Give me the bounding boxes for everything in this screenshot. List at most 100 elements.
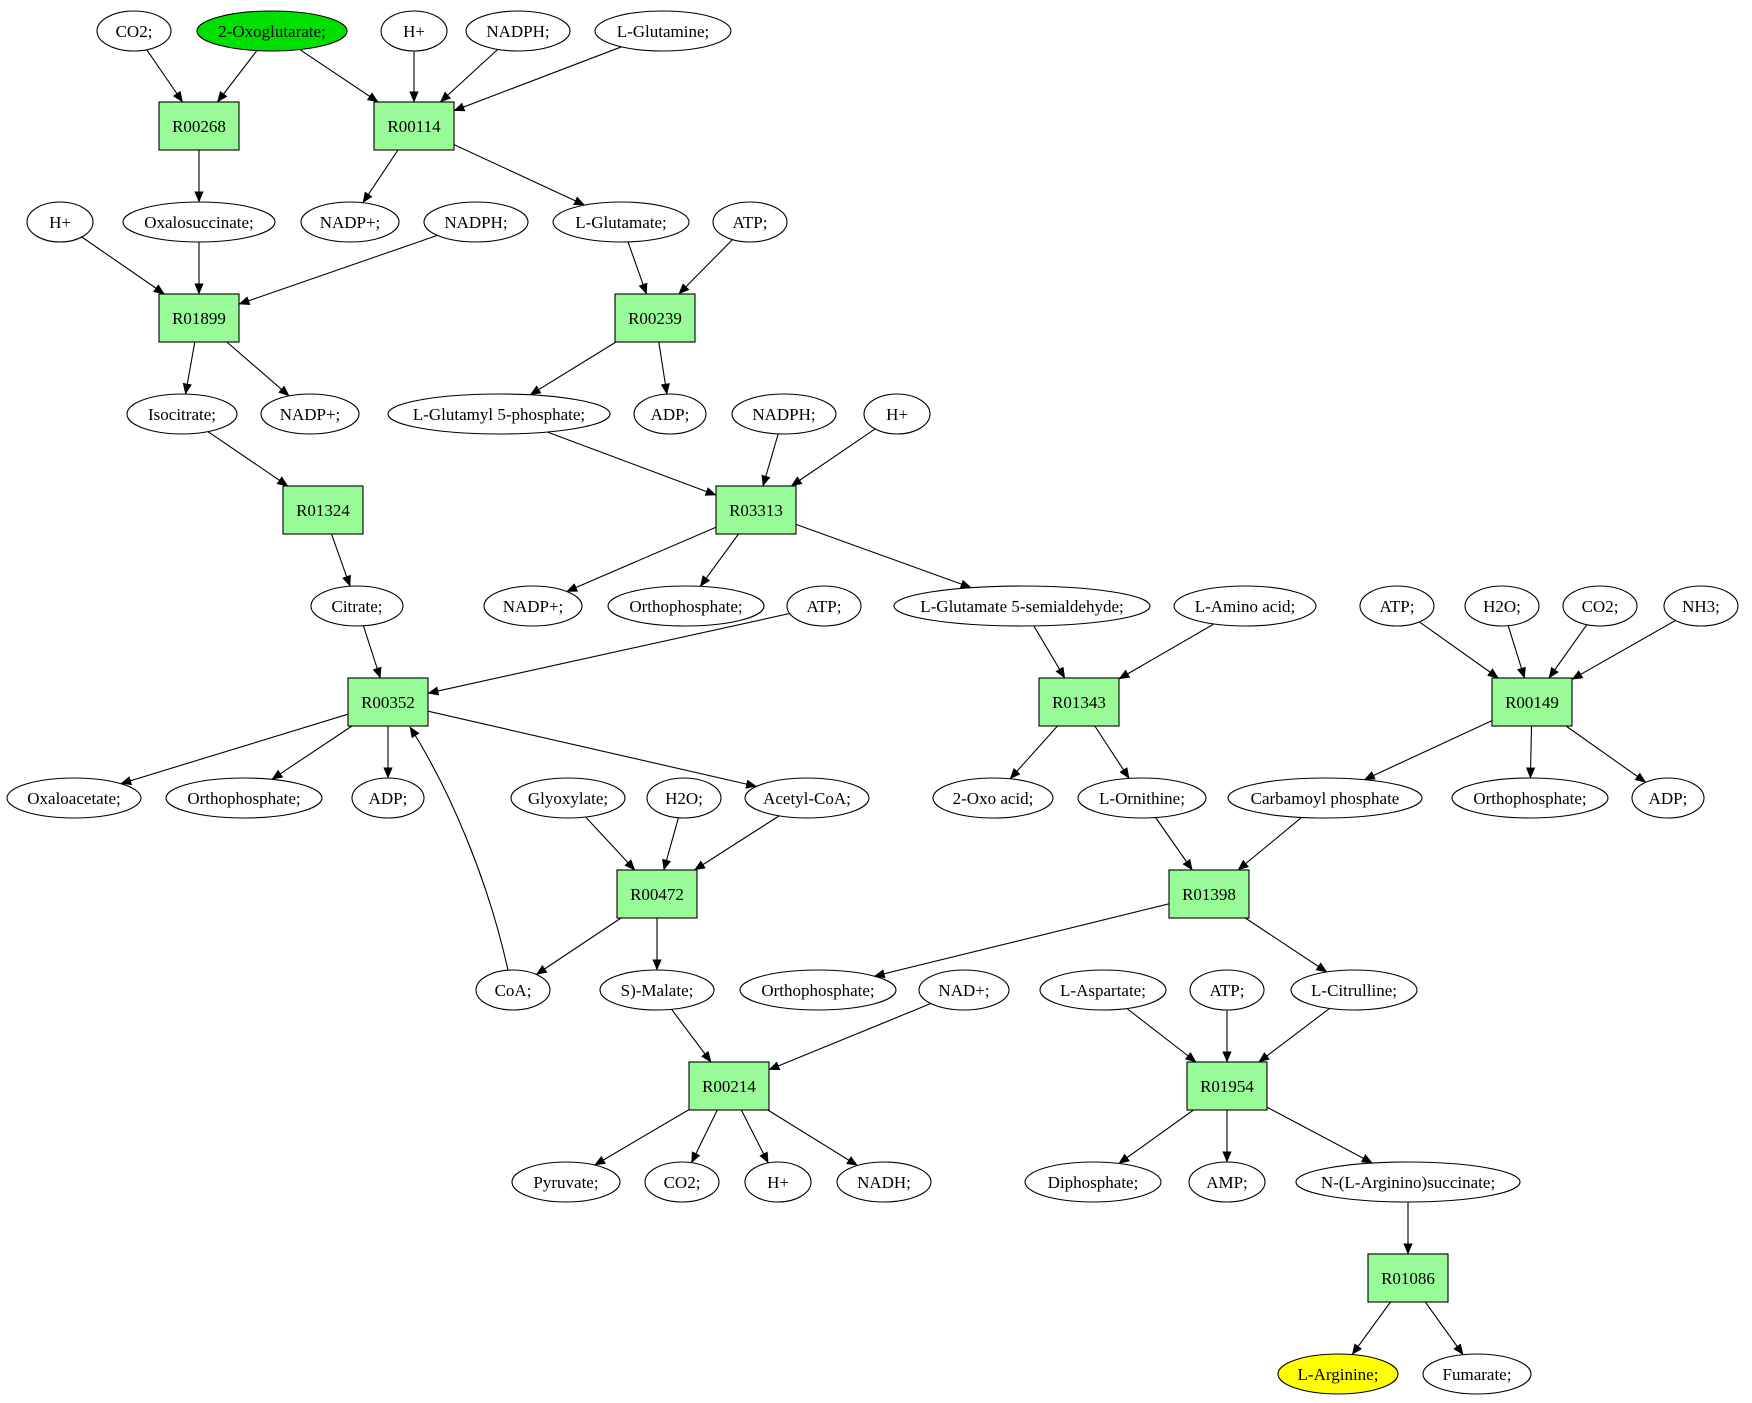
compound-label: N-(L-Arginino)succinate; (1321, 1173, 1495, 1192)
compound-ellipse (1562, 585, 1638, 627)
compound-ellipse (712, 201, 788, 243)
compound-ellipse (646, 777, 722, 819)
compound-label: L-Glutamate 5-semialdehyde; (920, 597, 1123, 616)
compound-node-orthop_3: Orthophosphate; (1451, 777, 1609, 819)
compound-label: NADPH; (444, 213, 507, 232)
compound-label: ADP; (369, 789, 408, 808)
compound-label: Orthophosphate; (629, 597, 742, 616)
compound-ellipse (1173, 585, 1317, 627)
compound-node-oxalosucc: Oxalosuccinate; (122, 201, 276, 243)
compound-node-oxaloacetate: Oxaloacetate; (6, 777, 142, 819)
edge-r00472-to-coa (535, 917, 622, 975)
compound-ellipse (1359, 585, 1435, 627)
edge-hplus_2-to-r01899 (81, 236, 165, 295)
compound-ellipse (863, 393, 931, 435)
compound-node-lamino: L-Amino acid; (1173, 585, 1317, 627)
edge-h2o_1-to-r00149 (1507, 625, 1526, 679)
compound-ellipse (511, 1161, 621, 1203)
compound-label: ADP; (1649, 789, 1688, 808)
edge-hplus_3-to-r03313 (790, 428, 876, 487)
compound-label: CoA; (495, 981, 532, 1000)
compound-label: L-Citrulline; (1311, 981, 1397, 1000)
compound-node-fumarate: Fumarate; (1422, 1353, 1532, 1395)
compound-ellipse (387, 393, 611, 435)
compound-label: Orthophosphate; (1473, 789, 1586, 808)
reaction-label: R01324 (296, 501, 350, 520)
reaction-label: R00149 (1505, 693, 1559, 712)
compound-label: H+ (767, 1173, 789, 1192)
compound-ellipse (1295, 1161, 1521, 1203)
compound-node-nadh: NADH; (836, 1161, 932, 1203)
compound-ellipse (1663, 585, 1739, 627)
edge-citrate-to-r00352 (362, 625, 382, 679)
reaction-label: R03313 (729, 501, 783, 520)
compound-label: Acetyl-CoA; (763, 789, 851, 808)
compound-node-glutamine: L-Glutamine; (594, 10, 732, 52)
edge-r00214-to-hplus_4 (740, 1109, 769, 1164)
edge-r03313-to-orthop_1 (699, 533, 739, 587)
edge-r00114-to-glutamate (453, 144, 586, 206)
edge-r00149-to-orthop_3 (1526, 725, 1536, 779)
compound-ellipse (122, 201, 276, 243)
edge-r01086-to-fumarate (1424, 1301, 1464, 1356)
reaction-node-r00352: R00352 (347, 677, 429, 727)
compound-ellipse (918, 969, 1010, 1011)
compound-label: H2O; (1483, 597, 1521, 616)
compound-label: L-Glutamate; (575, 213, 667, 232)
compound-ellipse (465, 10, 571, 52)
compound-label: NADPH; (486, 22, 549, 41)
reaction-box (1491, 677, 1573, 727)
edge-acetylcoa-to-r00472 (694, 815, 780, 871)
compound-node-amp: AMP; (1188, 1161, 1266, 1203)
reaction-node-r01324: R01324 (282, 485, 364, 535)
edge-ornithine-to-r01398 (1155, 817, 1193, 871)
edge-nadplus-to-r00214 (768, 1002, 932, 1071)
edge-co2_1-to-r00268 (146, 49, 184, 103)
compound-node-co2_2: CO2; (1562, 585, 1638, 627)
edge-r00214-to-nadh (767, 1109, 858, 1166)
compound-node-atp_4: ATP; (1189, 969, 1265, 1011)
compound-ellipse (310, 585, 404, 627)
edge-glutamine-to-r00114 (453, 46, 622, 112)
compound-label: 2-Oxo acid; (953, 789, 1034, 808)
edge-r01324-to-citrate (330, 533, 351, 587)
compound-node-aspartate: L-Aspartate; (1039, 969, 1167, 1011)
compound-ellipse (351, 777, 425, 819)
compound-node-smalate: S)-Malate; (599, 969, 715, 1011)
compound-label: Citrate; (332, 597, 383, 616)
reaction-label: R01086 (1381, 1269, 1435, 1288)
compound-ellipse (786, 585, 862, 627)
compound-ellipse (893, 585, 1151, 627)
edge-lamino-to-r01343 (1118, 623, 1215, 680)
reaction-node-r01086: R01086 (1367, 1253, 1449, 1303)
compound-ellipse (552, 201, 690, 243)
edge-coa-to-r00352 (409, 726, 509, 971)
compound-label: NAD+; (938, 981, 989, 1000)
compound-label: Pyruvate; (533, 1173, 598, 1192)
reaction-box (614, 293, 696, 343)
compound-node-atp_2: ATP; (786, 585, 862, 627)
compound-node-nadph_1: NADPH; (465, 10, 571, 52)
compound-ellipse (607, 585, 765, 627)
compound-node-nadph_2: NADPH; (423, 201, 529, 243)
compound-ellipse (633, 393, 707, 435)
compound-label: L-Glutamyl 5-phosphate; (413, 405, 585, 424)
reaction-node-r00268: R00268 (158, 101, 240, 151)
compound-label: Glyoxylate; (528, 789, 608, 808)
compound-ellipse (1039, 969, 1167, 1011)
compound-node-adp_1: ADP; (633, 393, 707, 435)
compound-label: CO2; (116, 22, 153, 41)
edge-oxoglut-to-r00114 (299, 49, 379, 103)
compound-node-isocitrate: Isocitrate; (126, 393, 238, 435)
compound-node-hplus_2: H+ (26, 201, 94, 243)
reaction-label: R00214 (702, 1077, 756, 1096)
compound-label: ATP; (733, 213, 768, 232)
edge-isocitrate-to-r01324 (207, 431, 289, 487)
reaction-label: R00268 (172, 117, 226, 136)
compound-ellipse (380, 10, 448, 52)
edge-r00214-to-co2_3 (691, 1109, 718, 1164)
reaction-box (616, 869, 698, 919)
compound-node-arginine: L-Arginine; (1277, 1353, 1399, 1395)
compound-node-orthop_2: Orthophosphate; (165, 777, 323, 819)
